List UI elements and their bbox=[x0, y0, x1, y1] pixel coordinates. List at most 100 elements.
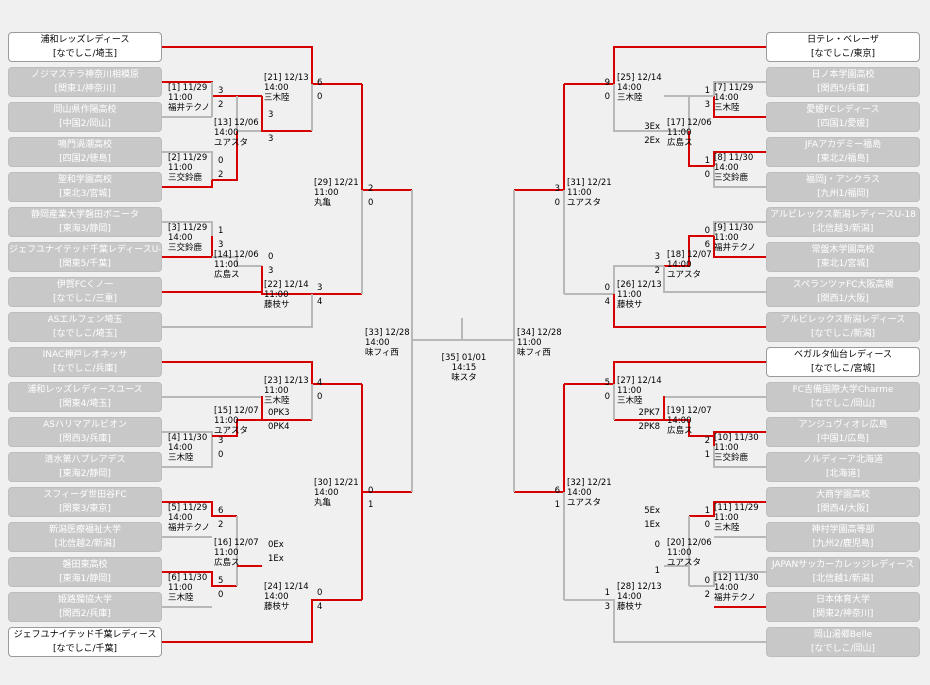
match-venue: 藤枝サ bbox=[617, 602, 643, 612]
bracket-line-69 bbox=[514, 384, 565, 493]
left-team-14[interactable]: スフィーダ世田谷FC[関東3/東京] bbox=[8, 487, 162, 517]
bracket-line-25 bbox=[212, 419, 262, 437]
left-team-12[interactable]: ASハリマアルビオン[関西3/兵庫] bbox=[8, 417, 162, 447]
team-name: 福岡J・アンクラス bbox=[805, 175, 881, 185]
match-time: 14:00 bbox=[667, 416, 692, 426]
right-team-17[interactable]: 日本体育大学[関東2/神奈川] bbox=[766, 592, 920, 622]
match-venue: 味フィ西 bbox=[365, 348, 399, 358]
right-team-1[interactable]: 日テレ・ベレーザ[なでしこ/東京] bbox=[766, 32, 920, 62]
left-team-17[interactable]: 姫路獨協大学[関西2/兵庫] bbox=[8, 592, 162, 622]
right-team-4[interactable]: JFAアカデミー福島[東北2/福島] bbox=[766, 137, 920, 167]
right-team-5[interactable]: 福岡J・アンクラス[九州1/福岡] bbox=[766, 172, 920, 202]
team-name: 聖和学園高校 bbox=[57, 175, 112, 185]
right-team-8[interactable]: スペランツァFC大阪高槻[関西1/大阪] bbox=[766, 277, 920, 307]
team-group: [なでしこ/千葉] bbox=[52, 644, 118, 654]
right-team-12[interactable]: アンジュヴィオレ広島[中国1/広島] bbox=[766, 417, 920, 447]
match-number-date: [1] 11/29 bbox=[168, 83, 208, 93]
left-team-10[interactable]: INAC神戸レオネッサ[なでしこ/兵庫] bbox=[8, 347, 162, 377]
match-time: 14:00 bbox=[168, 233, 193, 243]
team-name: JAPANサッカーカレッジレディース bbox=[771, 560, 915, 570]
right-team-11[interactable]: FC吉備国際大学Charme[なでしこ/岡山] bbox=[766, 382, 920, 412]
right-team-3[interactable]: 愛媛FCレディース[四国1/愛媛] bbox=[766, 102, 920, 132]
match-time: 11:00 bbox=[214, 548, 239, 558]
right-team-9[interactable]: アルビレックス新潟レディース[なでしこ/新潟] bbox=[766, 312, 920, 342]
left-team-7[interactable]: ジェフユナイテッド千葉レディースU-18[関東5/千葉] bbox=[8, 242, 162, 272]
right-team-18[interactable]: 岡山湯郷Belle[なでしこ/岡山] bbox=[766, 627, 920, 657]
left-team-13[interactable]: 清水第八プレアデス[東海2/静岡] bbox=[8, 452, 162, 482]
match-venue: ユアスタ bbox=[214, 138, 249, 148]
left-team-9[interactable]: ASエルフェン埼玉[なでしこ/埼玉] bbox=[8, 312, 162, 342]
right-team-14[interactable]: 大商学園高校[関西4/大阪] bbox=[766, 487, 920, 517]
match-venue: 三木陸 bbox=[168, 593, 194, 603]
team-group: [東海1/静岡] bbox=[59, 574, 111, 584]
match-number-date: [35] 01/01 bbox=[441, 353, 487, 363]
left-team-15[interactable]: 新潟医療福祉大学[北信越2/新潟] bbox=[8, 522, 162, 552]
score-3: 0 bbox=[218, 156, 224, 166]
right-team-7[interactable]: 常盤木学園高校[東北1/宮城] bbox=[766, 242, 920, 272]
left-team-5[interactable]: 聖和学園高校[東北3/宮城] bbox=[8, 172, 162, 202]
right-team-16[interactable]: JAPANサッカーカレッジレディース[北信越1/新潟] bbox=[766, 557, 920, 587]
score-36: 0 bbox=[704, 170, 710, 180]
right-team-2[interactable]: 日ノ本学園高校[関西5/兵庫] bbox=[766, 67, 920, 97]
left-team-6[interactable]: 静岡産業大学磐田ボニータ[東海3/静岡] bbox=[8, 207, 162, 237]
left-team-8[interactable]: 伊賀FCくノ一[なでしこ/三重] bbox=[8, 277, 162, 307]
left-team-1[interactable]: 浦和レッズレディース[なでしこ/埼玉] bbox=[8, 32, 162, 62]
right-team-13[interactable]: ノルディーア北海道[北海道] bbox=[766, 452, 920, 482]
right-team-15[interactable]: 神村学園高等部[九州2/鹿児島] bbox=[766, 522, 920, 552]
left-team-2[interactable]: ノジマステラ神奈川相模原[関東1/神奈川] bbox=[8, 67, 162, 97]
right-team-6[interactable]: アルビレックス新潟レディースU-18[北信越3/新潟] bbox=[766, 207, 920, 237]
left-team-18[interactable]: ジェフユナイテッド千葉レディース[なでしこ/千葉] bbox=[8, 627, 162, 657]
match-time: 14:00 bbox=[714, 163, 739, 173]
left-team-11[interactable]: 浦和レッズレディースユース[関東4/埼玉] bbox=[8, 382, 162, 412]
match-number-date: [26] 12/13 bbox=[617, 280, 662, 290]
match-time: 11:00 bbox=[617, 290, 642, 300]
bracket-line-13 bbox=[162, 221, 213, 236]
score-59: 5 bbox=[604, 378, 610, 388]
team-name: スフィーダ世田谷FC bbox=[43, 490, 127, 500]
team-name: ジェフユナイテッド千葉レディースU-18 bbox=[9, 245, 162, 255]
team-group: [東北2/福島] bbox=[817, 154, 869, 164]
right-team-10[interactable]: ベガルタ仙台レディース[なでしこ/宮城] bbox=[766, 347, 920, 377]
match-time: 11:00 bbox=[168, 163, 193, 173]
left-team-4[interactable]: 鳴門渦潮高校[四国2/徳島] bbox=[8, 137, 162, 167]
left-team-16[interactable]: 磐田東高校[東海1/静岡] bbox=[8, 557, 162, 587]
score-15: 0 bbox=[268, 252, 274, 262]
score-66: 1 bbox=[554, 500, 560, 510]
left-team-3[interactable]: 岡山県作陽高校[中国2/岡山] bbox=[8, 102, 162, 132]
